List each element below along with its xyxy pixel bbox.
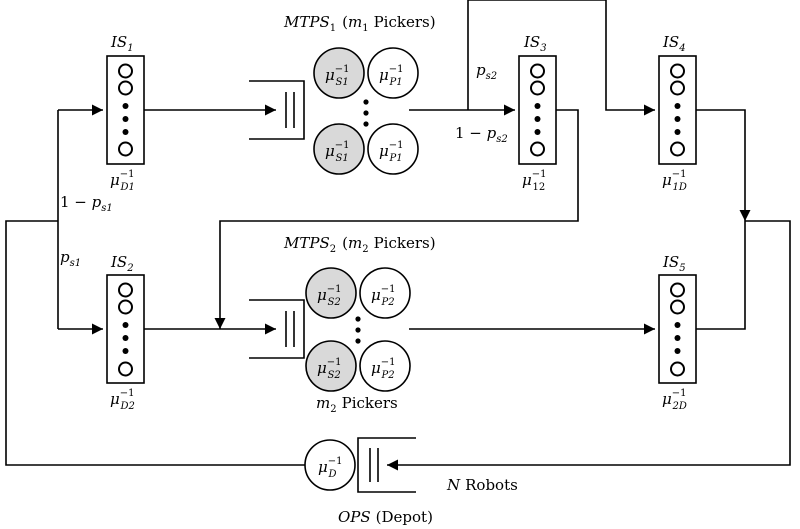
- flow-depot-to-split: [5, 220, 306, 466]
- flow-return-to-depot: [387, 220, 791, 471]
- flow-is3-to-mtps2: [214, 109, 579, 329]
- mtps2-queue-buffer: [249, 299, 305, 359]
- ops-queue-buffer: [357, 437, 416, 493]
- mtps2-storage-server-top: [305, 267, 357, 319]
- mtps1-picker-server-bottom: [367, 123, 419, 175]
- is5-label: IS5: [662, 253, 686, 274]
- is2-label: IS2: [110, 253, 134, 274]
- one-minus-ps1-label: 1 − ps1: [60, 193, 113, 214]
- mtps1-queue-buffer: [249, 80, 305, 140]
- station-is5: [658, 274, 697, 384]
- flow-is4-out: [696, 109, 751, 221]
- is4-label: IS4: [662, 33, 686, 54]
- flow-bypass-to-is4: [467, 0, 655, 116]
- ps1-label: ps1: [60, 248, 81, 269]
- mtps1-storage-server-bottom: [313, 123, 365, 175]
- is1-label: IS1: [110, 33, 134, 54]
- station-is2: [106, 274, 145, 384]
- station-is4: [658, 55, 697, 165]
- mtps1-servers: [313, 47, 419, 175]
- mtps1-picker-server-top: [367, 47, 419, 99]
- station-is3: [518, 55, 557, 165]
- flow-lines: [5, 0, 791, 471]
- mtps2-servers: [305, 267, 411, 392]
- ps2-label: ps2: [476, 61, 497, 82]
- mtps2-storage-server-bottom: [305, 340, 357, 392]
- ops-depot-server: [304, 439, 356, 491]
- mtps2-picker-server-top: [359, 267, 411, 319]
- ops-depot-label: OPS(Depot): [338, 508, 433, 526]
- mtps2-picker-server-bottom: [359, 340, 411, 392]
- one-minus-ps2-label: 1 − ps2: [455, 124, 508, 145]
- mtps1-storage-server-top: [313, 47, 365, 99]
- station-is1: [106, 55, 145, 165]
- flow-is5-out: [696, 221, 746, 330]
- is3-label: IS3: [523, 33, 547, 54]
